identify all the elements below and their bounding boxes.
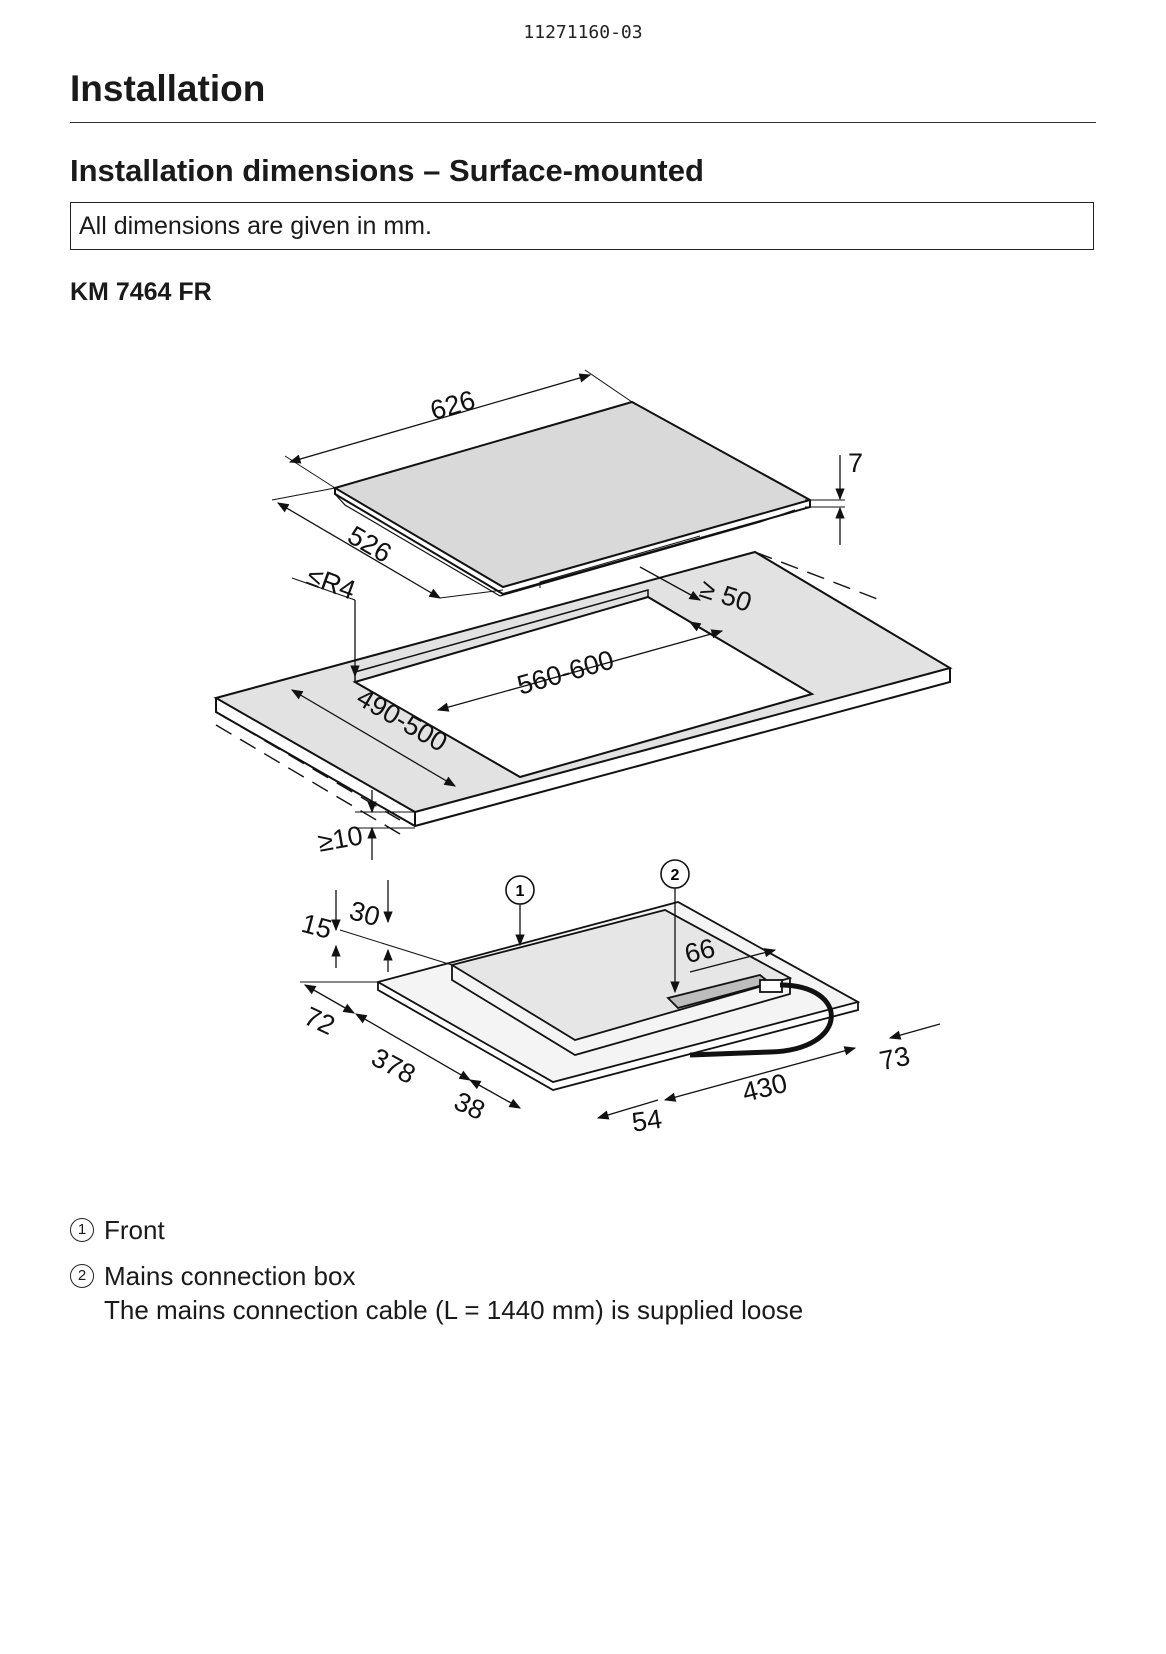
callout-front: 1: [505, 875, 535, 947]
model-heading: KM 7464 FR: [70, 278, 212, 306]
svg-text:2: 2: [671, 867, 680, 884]
dim-66: 66: [682, 933, 777, 973]
dim-30: 30: [339, 880, 453, 972]
svg-text:560-600: 560-600: [514, 645, 618, 701]
legend-item-mains-box: 2 Mains connection box The mains connect…: [70, 1259, 803, 1327]
page-title: Installation: [70, 68, 266, 109]
dim-15: 15: [298, 890, 341, 968]
legend-detail-mains-cable: The mains connection cable (L = 1440 mm)…: [104, 1295, 804, 1325]
svg-text:30: 30: [346, 895, 383, 932]
svg-text:626: 626: [427, 385, 479, 426]
svg-text:≤R4: ≤R4: [303, 561, 360, 606]
section-title: Installation dimensions – Surface-mounte…: [70, 153, 704, 188]
legend-label-front: Front: [104, 1215, 165, 1245]
dim-526: 526: [271, 487, 504, 599]
dim-72-label: 72: [300, 1001, 340, 1041]
legend-label-mains-box: Mains connection box: [104, 1261, 356, 1291]
legend: 1 Front 2 Mains connection box The mains…: [70, 1213, 803, 1339]
installation-drawing: 626 526 7 ≤R4 ≥ 50 560-60: [213, 369, 953, 1138]
dim-54-label: 54: [630, 1104, 664, 1138]
dim-chain-front: [300, 981, 941, 1120]
callout-mains-box: 2: [660, 859, 690, 994]
legend-number-1: 1: [70, 1218, 94, 1242]
document-id: 11271160-03: [523, 22, 643, 43]
legend-item-front: 1 Front: [70, 1213, 803, 1247]
title-divider: [70, 122, 1096, 123]
dim-430-label: 430: [739, 1068, 790, 1108]
dimensions-note-text: All dimensions are given in mm.: [79, 212, 432, 240]
svg-text:≥10: ≥10: [316, 820, 365, 857]
svg-text:1: 1: [516, 883, 525, 900]
dim-7: 7: [805, 448, 863, 545]
hob-underside: [375, 901, 861, 1091]
svg-text:526: 526: [343, 520, 397, 569]
svg-text:66: 66: [682, 933, 718, 969]
dimensions-note-box: All dimensions are given in mm.: [70, 202, 1094, 250]
dim-38-label: 38: [450, 1086, 490, 1126]
svg-text:7: 7: [848, 448, 863, 478]
legend-number-2: 2: [70, 1264, 94, 1288]
dim-73-label: 73: [877, 1041, 913, 1077]
dim-378-label: 378: [367, 1042, 421, 1090]
dim-radius: ≤R4: [291, 561, 360, 678]
svg-text:15: 15: [298, 908, 335, 945]
